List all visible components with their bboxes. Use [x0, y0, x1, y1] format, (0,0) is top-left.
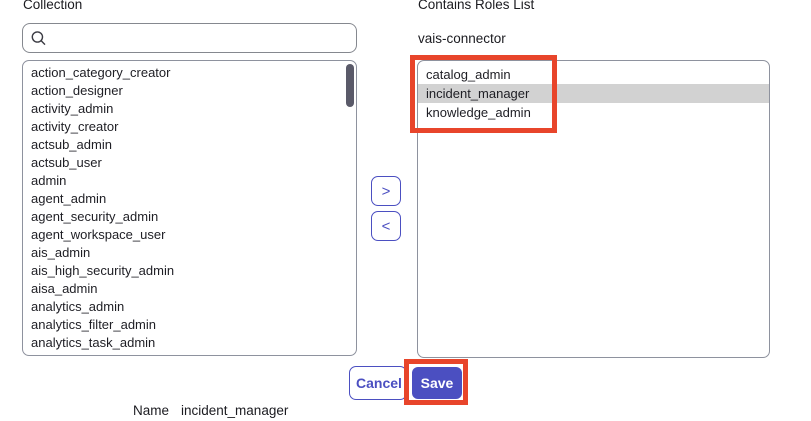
- collection-search: [22, 23, 357, 53]
- search-icon: [31, 30, 46, 45]
- chevron-left-icon: <: [381, 217, 391, 235]
- contains-roles-label: Contains Roles List: [418, 0, 535, 12]
- roles-listbox: catalog_admin incident_manager knowledge_a…: [417, 60, 770, 358]
- list-option[interactable]: action_category_creator: [31, 65, 171, 80]
- list-option[interactable]: analytics_task_admin: [31, 335, 156, 350]
- list-option[interactable]: catalog_admin: [426, 67, 511, 82]
- list-option[interactable]: action_designer: [31, 83, 123, 98]
- scrollbar-thumb[interactable]: [346, 64, 354, 107]
- list-option[interactable]: actsub_user: [31, 155, 102, 170]
- name-label: Name: [133, 403, 170, 418]
- list-option[interactable]: aisa_admin: [31, 281, 98, 296]
- list-option[interactable]: agent_workspace_user: [31, 227, 166, 242]
- list-option[interactable]: incident_manager: [418, 84, 769, 103]
- collection-label: Collection: [23, 0, 83, 12]
- list-option[interactable]: analytics_admin: [31, 299, 125, 314]
- list-option[interactable]: knowledge_admin: [426, 105, 531, 120]
- list-option[interactable]: ais_admin: [31, 245, 91, 260]
- list-option[interactable]: admin: [31, 173, 67, 188]
- list-option[interactable]: ais_high_security_admin: [31, 263, 175, 278]
- name-value: incident_manager: [181, 403, 289, 418]
- move-right-button[interactable]: >: [371, 176, 401, 206]
- chevron-right-icon: >: [381, 182, 391, 200]
- role-group-name: vais-connector: [418, 31, 506, 46]
- list-option[interactable]: actsub_admin: [31, 137, 112, 152]
- cancel-button[interactable]: Cancel: [349, 366, 407, 400]
- list-option[interactable]: agent_security_admin: [31, 209, 159, 224]
- move-left-button[interactable]: <: [371, 211, 401, 241]
- name-row: Name incident_manager: [133, 403, 288, 418]
- search-input[interactable]: [53, 29, 349, 47]
- list-option[interactable]: analytics_viewer: [23, 352, 356, 355]
- list-option[interactable]: agent_admin: [31, 191, 107, 206]
- list-option[interactable]: activity_admin: [31, 101, 114, 116]
- roles-options: catalog_admin incident_manager knowledge_a…: [418, 65, 769, 122]
- save-button[interactable]: Save: [412, 367, 462, 399]
- list-option[interactable]: activity_creator: [31, 119, 119, 134]
- list-option[interactable]: analytics_filter_admin: [31, 317, 157, 332]
